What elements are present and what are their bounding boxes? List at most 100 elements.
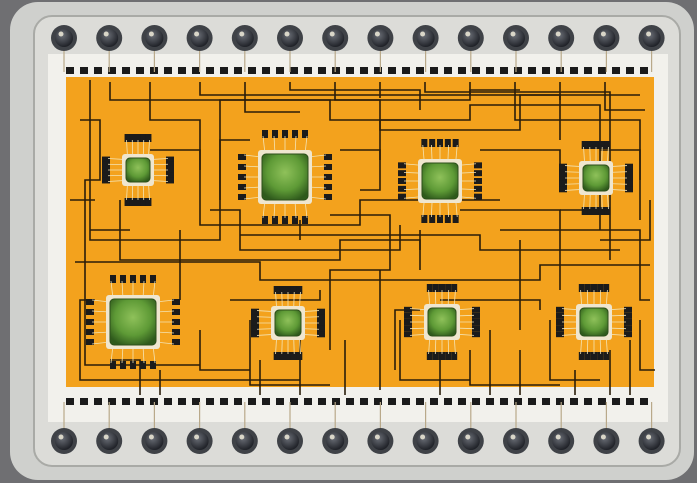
bond-pad bbox=[324, 194, 332, 200]
edge-pad bbox=[640, 398, 648, 405]
bond-pad bbox=[166, 156, 174, 163]
lead-pin-glint bbox=[555, 434, 561, 440]
edge-pad bbox=[486, 67, 494, 74]
lead-pin-glint bbox=[239, 434, 245, 440]
lead-pin-core bbox=[100, 29, 119, 47]
bond-pad bbox=[120, 275, 126, 283]
bond-pad bbox=[324, 184, 332, 190]
circuit-traces bbox=[70, 80, 655, 395]
bond-pad bbox=[317, 325, 325, 332]
bond-pad bbox=[166, 161, 174, 168]
bond-pad bbox=[625, 186, 633, 193]
bond-pad bbox=[474, 170, 482, 177]
bond-pad bbox=[591, 284, 597, 292]
lead-pin-core bbox=[597, 29, 616, 47]
bond-pad bbox=[584, 284, 591, 292]
bond-pad bbox=[439, 352, 445, 360]
bond-pad bbox=[624, 306, 632, 313]
circuit-trace bbox=[240, 234, 620, 251]
edge-pad bbox=[346, 67, 354, 74]
bond-pad bbox=[140, 361, 146, 369]
bond-pad bbox=[624, 325, 632, 332]
bond-pad bbox=[451, 284, 458, 292]
bond-pad bbox=[625, 175, 633, 181]
bond-pad bbox=[140, 198, 147, 206]
bond-pad bbox=[172, 319, 180, 325]
bond-pad bbox=[451, 352, 458, 360]
bond-pad bbox=[404, 306, 412, 313]
bond-pad bbox=[324, 164, 332, 170]
circuit-trace bbox=[199, 330, 250, 371]
lead-pin-glint bbox=[646, 31, 652, 37]
bond-pad bbox=[556, 331, 564, 338]
bond-pad bbox=[150, 275, 156, 283]
lead-pin-glint bbox=[284, 434, 290, 440]
bond-pad bbox=[404, 319, 412, 325]
bond-pad bbox=[452, 215, 459, 223]
edge-pad bbox=[262, 398, 270, 405]
edge-pad bbox=[416, 398, 424, 405]
bond-pad bbox=[102, 156, 110, 163]
bond-pad bbox=[404, 331, 412, 338]
edge-pad bbox=[318, 67, 326, 74]
lead-pin-core bbox=[55, 432, 73, 450]
bond-pad bbox=[474, 185, 482, 192]
bond-pad bbox=[426, 352, 433, 360]
circuit-trace bbox=[230, 290, 321, 301]
edge-pad bbox=[430, 67, 438, 74]
edge-pad bbox=[234, 398, 242, 405]
edge-pad bbox=[570, 67, 578, 74]
bond-pad bbox=[439, 284, 445, 292]
edge-pad bbox=[290, 398, 298, 405]
edge-pad bbox=[458, 398, 466, 405]
lead-pin-core bbox=[190, 29, 209, 47]
lead-pin-core bbox=[552, 432, 571, 450]
lead-pin-glint bbox=[420, 434, 426, 440]
lead-pin-glint bbox=[329, 434, 335, 440]
lead-pin-core bbox=[597, 432, 616, 450]
lead-pin-core bbox=[461, 432, 480, 450]
bond-pad bbox=[285, 352, 291, 360]
lead-pin-core bbox=[461, 29, 480, 47]
lead-pin-glint bbox=[194, 434, 200, 440]
chip-group bbox=[86, 130, 633, 369]
circuit-trace bbox=[244, 82, 300, 113]
edge-pad bbox=[360, 398, 368, 405]
chip-1 bbox=[102, 134, 174, 206]
edge-pad bbox=[584, 67, 592, 74]
edge-pad bbox=[388, 67, 396, 74]
bond-pad bbox=[102, 167, 110, 173]
top-lead-row bbox=[51, 25, 665, 72]
lead-pin-glint bbox=[58, 31, 64, 37]
lead-pin-core bbox=[190, 432, 209, 450]
lead-pin-glint bbox=[374, 31, 380, 37]
bond-pad bbox=[302, 130, 308, 138]
lead-pin-glint bbox=[148, 31, 154, 37]
edge-pad bbox=[612, 67, 620, 74]
lead-pin-core bbox=[642, 29, 661, 47]
bond-pad bbox=[172, 329, 180, 335]
edge-pad bbox=[612, 398, 620, 405]
bond-pad bbox=[624, 312, 632, 319]
bond-pad bbox=[472, 325, 480, 332]
lead-pin-glint bbox=[510, 434, 516, 440]
edge-pad bbox=[318, 398, 326, 405]
circuit-trace bbox=[469, 350, 560, 386]
lead-pin-core bbox=[55, 29, 73, 47]
bond-pad bbox=[262, 130, 268, 138]
bond-pad bbox=[102, 172, 110, 179]
lead-pin-glint bbox=[465, 31, 471, 37]
bond-pad bbox=[238, 184, 246, 190]
edge-pad bbox=[262, 67, 270, 74]
edge-pad bbox=[206, 67, 214, 74]
bond-pad bbox=[102, 161, 110, 168]
lead-pin-core bbox=[326, 29, 345, 47]
bond-pad bbox=[598, 141, 605, 149]
edge-pad bbox=[346, 398, 354, 405]
edge-pad bbox=[598, 398, 606, 405]
bond-pad bbox=[398, 162, 406, 169]
lead-pin-core bbox=[416, 29, 435, 47]
edge-pad bbox=[332, 67, 340, 74]
chip-3 bbox=[398, 139, 482, 223]
